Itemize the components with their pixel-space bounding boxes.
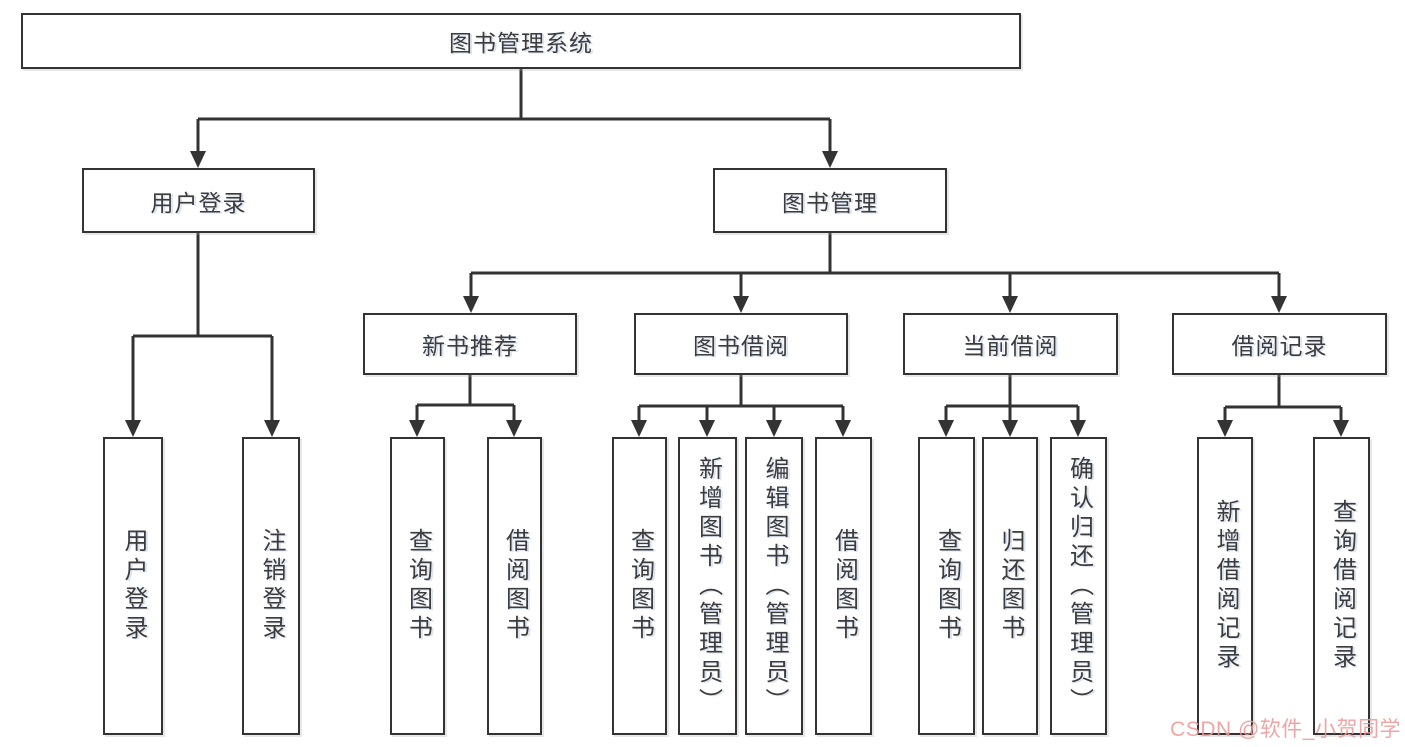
arrowhead: [190, 151, 206, 168]
arrowhead: [1217, 420, 1233, 437]
leaf-return-books: 归还图书: [982, 437, 1038, 735]
leaf-logout: 注销登录: [242, 437, 300, 735]
node-library-management-system: 图书管理系统: [21, 13, 1021, 69]
node-book-borrowing: 图书借阅: [634, 313, 848, 375]
leaf-add-borrow-record: 新增借阅记录: [1197, 437, 1253, 735]
node-borrowing-records: 借阅记录: [1172, 313, 1387, 375]
connector-root-to-level2: [196, 69, 832, 152]
leaf-borrow-borrow-books: 借阅图书: [815, 437, 872, 735]
arrowhead: [264, 420, 280, 437]
connector-book-mgmt-to-level3: [469, 233, 1281, 297]
arrowhead: [1002, 420, 1018, 437]
leaf-borrow-query-books: 查询图书: [612, 437, 667, 735]
arrowhead: [822, 151, 838, 168]
arrowhead: [1002, 296, 1018, 313]
connector-recommend-children: [415, 375, 516, 421]
leaf-confirm-return-admin: 确认归还（管理员）: [1050, 437, 1107, 735]
arrowhead: [409, 420, 425, 437]
arrowheads: [125, 151, 1349, 437]
connector-user-login-children: [131, 233, 274, 421]
watermark: CSDN @软件_小贺同学: [1170, 718, 1401, 741]
arrowhead: [1271, 296, 1287, 313]
node-user-login: 用户登录: [82, 168, 315, 233]
connector-borrow-children: [637, 375, 845, 421]
leaf-recommend-borrow-books: 借阅图书: [487, 437, 542, 735]
node-new-book-recommendation: 新书推荐: [363, 313, 577, 375]
arrowhead: [1333, 420, 1349, 437]
connector-records-children: [1223, 375, 1343, 421]
node-book-management: 图书管理: [713, 168, 947, 233]
leaf-current-query-books: 查询图书: [918, 437, 975, 735]
arrowhead: [1070, 420, 1086, 437]
arrowhead: [766, 420, 782, 437]
leaf-user-login: 用户登录: [103, 437, 163, 735]
node-current-borrowing: 当前借阅: [903, 313, 1118, 375]
arrowhead: [463, 296, 479, 313]
leaf-recommend-query-books: 查询图书: [390, 437, 445, 735]
leaf-edit-books-admin: 编辑图书（管理员）: [745, 437, 803, 735]
arrowhead: [938, 420, 954, 437]
arrowhead: [506, 420, 522, 437]
arrowhead: [125, 420, 141, 437]
leaf-query-borrow-record: 查询借阅记录: [1313, 437, 1370, 735]
arrowhead: [699, 420, 715, 437]
arrowhead: [733, 296, 749, 313]
leaf-add-books-admin: 新增图书（管理员）: [678, 437, 737, 735]
arrowhead: [835, 420, 851, 437]
arrowhead: [631, 420, 647, 437]
connector-current-children: [944, 375, 1080, 421]
